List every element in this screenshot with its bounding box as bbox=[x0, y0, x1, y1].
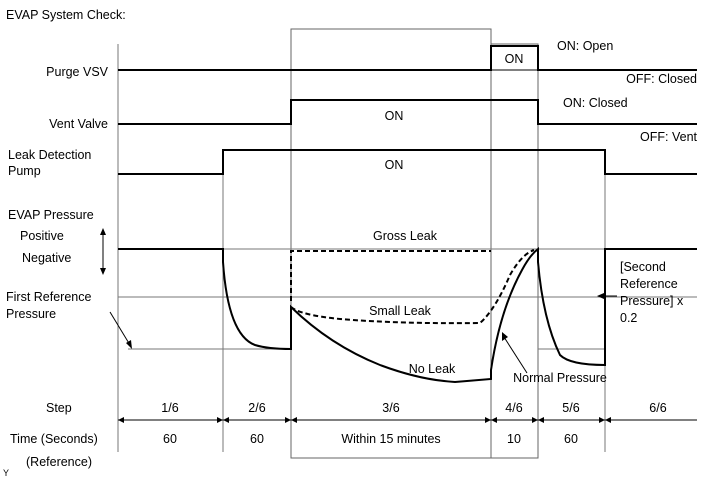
vent-valve-on-label: ON bbox=[385, 109, 404, 123]
time-5-value: 60 bbox=[564, 432, 578, 446]
second-reference-line4: 0.2 bbox=[620, 311, 637, 325]
purge-vsv-on-label: ON bbox=[505, 52, 524, 66]
step-1-extent bbox=[118, 417, 223, 423]
step-5-extent bbox=[538, 417, 605, 423]
vent-valve-signal bbox=[118, 99, 697, 125]
step3-box bbox=[290, 28, 492, 459]
time-3-value: Within 15 minutes bbox=[341, 432, 440, 446]
purge-vsv-signal bbox=[118, 45, 697, 71]
small-leak-trace bbox=[290, 249, 535, 325]
step-6-extent bbox=[605, 417, 697, 423]
second-reference-line1: [Second bbox=[620, 260, 666, 274]
vent-valve-on-state: ON: Closed bbox=[563, 96, 628, 110]
vent-valve-label: Vent Valve bbox=[49, 117, 108, 131]
step-6-label: 6/6 bbox=[649, 401, 666, 415]
leak-pump-signal bbox=[118, 149, 697, 175]
time-1-value: 60 bbox=[163, 432, 177, 446]
vent-valve-off-state: OFF: Vent bbox=[640, 130, 697, 144]
step-2-extent bbox=[223, 417, 291, 423]
small-leak-label: Small Leak bbox=[369, 304, 432, 318]
first-reference-label-line1: First Reference bbox=[6, 290, 91, 304]
first-reference-arrow bbox=[109, 311, 132, 349]
step-4-label: 4/6 bbox=[505, 401, 522, 415]
leak-pump-label-line2: Pump bbox=[8, 164, 41, 178]
purge-vsv-label: Purge VSV bbox=[46, 65, 109, 79]
step-4-extent bbox=[491, 417, 538, 423]
step-1-label: 1/6 bbox=[161, 401, 178, 415]
step-5-label: 5/6 bbox=[562, 401, 579, 415]
time-row-label: Time (Seconds) bbox=[10, 432, 98, 446]
normal-pressure-arrowhead bbox=[502, 332, 508, 341]
time-4-value: 10 bbox=[507, 432, 521, 446]
second-reference-line3: Pressure] x bbox=[620, 294, 684, 308]
first-reference-label-line2: Pressure bbox=[6, 307, 56, 321]
gross-leak-label: Gross Leak bbox=[373, 229, 438, 243]
purge-vsv-off-state: OFF: Closed bbox=[626, 72, 697, 86]
negative-label: Negative bbox=[22, 251, 71, 265]
step-row-label: Step bbox=[46, 401, 72, 415]
evap-pressure-label: EVAP Pressure bbox=[8, 208, 94, 222]
step-3-extent bbox=[291, 417, 491, 423]
second-reference-arrow bbox=[597, 293, 617, 299]
gross-leak-trace bbox=[290, 250, 491, 301]
reference-row-label: (Reference) bbox=[26, 455, 92, 469]
leak-pump-on-label: ON bbox=[385, 158, 404, 172]
pressure-direction-arrow bbox=[100, 228, 106, 275]
step-2-label: 2/6 bbox=[248, 401, 265, 415]
leak-pump-label-line1: Leak Detection bbox=[8, 148, 91, 162]
positive-label: Positive bbox=[20, 229, 64, 243]
step-3-label: 3/6 bbox=[382, 401, 399, 415]
normal-pressure-label: Normal Pressure bbox=[513, 371, 607, 385]
diagram-title: EVAP System Check: bbox=[6, 8, 126, 22]
pressure-trace bbox=[118, 246, 697, 384]
purge-vsv-on-state: ON: Open bbox=[557, 39, 613, 53]
no-leak-label: No Leak bbox=[409, 362, 456, 376]
time-2-value: 60 bbox=[250, 432, 264, 446]
second-reference-line2: Reference bbox=[620, 277, 678, 291]
footer-mark: Y bbox=[3, 468, 9, 478]
normal-pressure-pointer bbox=[503, 336, 528, 374]
